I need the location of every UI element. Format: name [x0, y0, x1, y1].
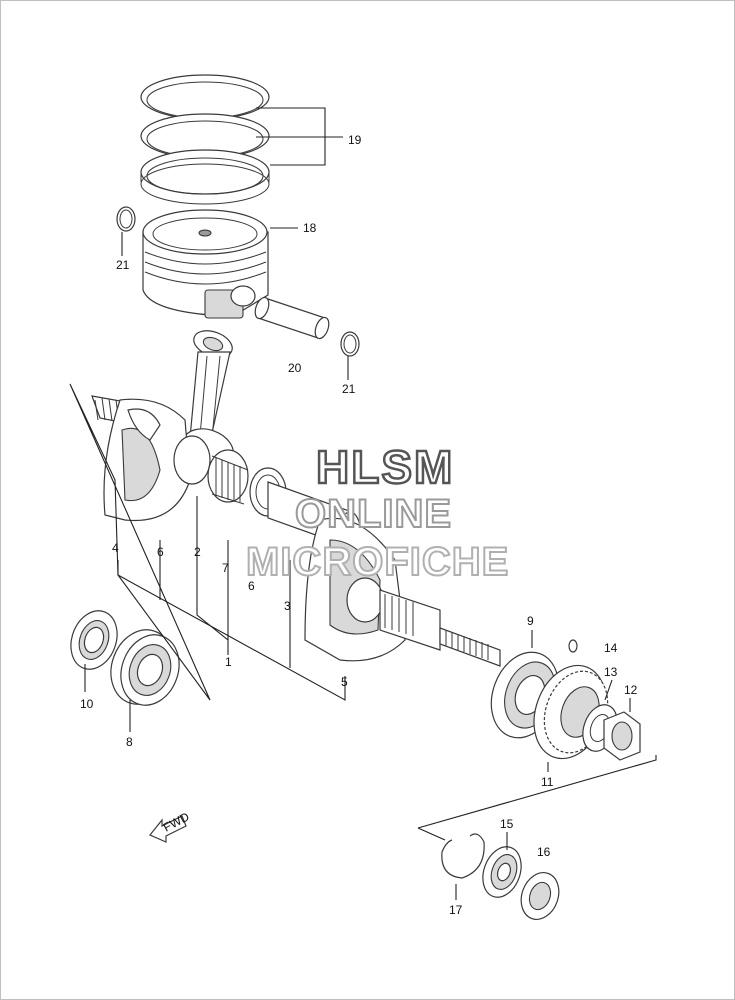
crank-web-left[interactable] — [91, 395, 191, 522]
circlip-lower[interactable] — [340, 331, 360, 357]
callout-11[interactable]: 11 — [541, 775, 554, 789]
bearing-small[interactable] — [476, 841, 528, 902]
callout-9[interactable]: 9 — [527, 614, 534, 628]
piston-pin[interactable] — [253, 296, 332, 341]
oil-seal-small[interactable] — [515, 867, 565, 924]
callout-21-lower[interactable]: 21 — [342, 382, 356, 396]
callout-4[interactable]: 4 — [112, 541, 119, 555]
watermark-line-2: ONLINE — [294, 491, 453, 537]
callout-12[interactable]: 12 — [624, 683, 638, 697]
leader-lines — [69, 107, 657, 900]
key[interactable] — [568, 639, 578, 653]
callout-16[interactable]: 16 — [537, 845, 551, 859]
circlip-upper[interactable] — [116, 206, 136, 232]
callout-19[interactable]: 19 — [348, 133, 362, 147]
callout-3[interactable]: 3 — [284, 599, 291, 613]
fwd-arrow-icon — [149, 815, 187, 843]
callout-6-left[interactable]: 6 — [157, 545, 164, 559]
callout-8[interactable]: 8 — [126, 735, 133, 749]
callout-20[interactable]: 20 — [288, 361, 302, 375]
callout-14[interactable]: 14 — [604, 641, 618, 655]
bearing-left[interactable] — [101, 621, 189, 713]
callout-13[interactable]: 13 — [604, 665, 618, 679]
callout-2[interactable]: 2 — [194, 545, 201, 559]
callout-labels: 19 18 21 20 21 4 6 2 7 6 3 1 5 9 14 13 1… — [80, 133, 638, 917]
piston[interactable] — [142, 209, 269, 319]
nut[interactable] — [603, 711, 641, 761]
callout-7[interactable]: 7 — [222, 561, 229, 575]
watermark-line-3: MICROFICHE — [245, 539, 510, 585]
callout-18[interactable]: 18 — [303, 221, 317, 235]
callout-15[interactable]: 15 — [500, 817, 514, 831]
callout-6-right[interactable]: 6 — [248, 579, 255, 593]
callout-21-upper[interactable]: 21 — [116, 258, 130, 272]
callout-17[interactable]: 17 — [449, 903, 463, 917]
oil-seal-left[interactable] — [63, 604, 125, 675]
piston-rings[interactable] — [140, 74, 270, 205]
callout-1[interactable]: 1 — [225, 655, 232, 669]
circlip-small[interactable] — [441, 833, 485, 879]
callout-10[interactable]: 10 — [80, 697, 94, 711]
callout-5[interactable]: 5 — [341, 675, 348, 689]
watermark-line-1: HLSM — [315, 440, 455, 495]
crank-web-right[interactable] — [304, 517, 501, 667]
